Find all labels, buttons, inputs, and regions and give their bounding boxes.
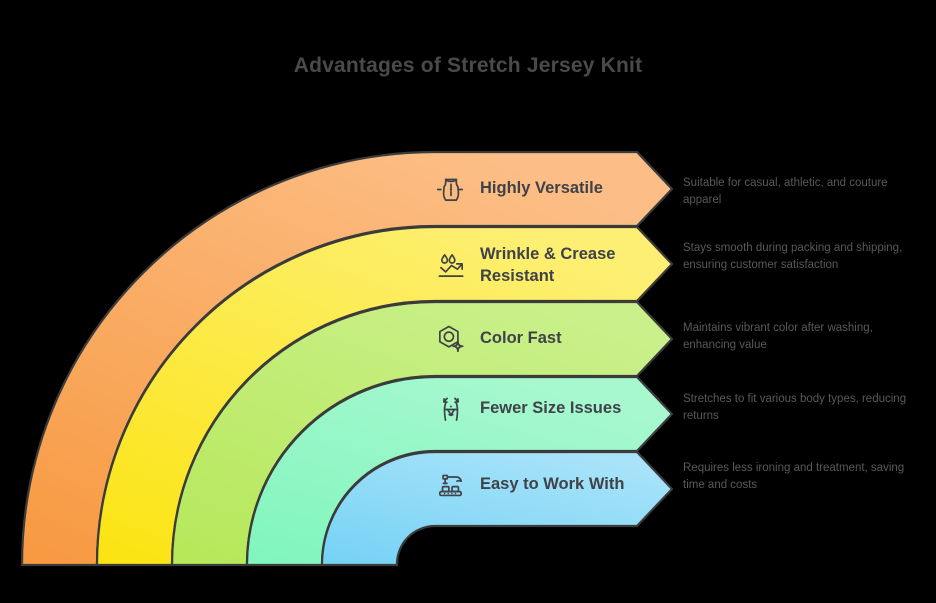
list-item-description: Requires less ironing and treatment, sav… — [683, 462, 905, 492]
list-item-label: Wrinkle & Crease Resistant — [480, 245, 616, 285]
list-item-description: Suitable for casual, athletic, and coutu… — [683, 177, 888, 207]
hexagon-sparkle-icon — [428, 316, 474, 362]
body-measure-icon — [428, 386, 474, 432]
list-item-label: Highly Versatile — [480, 179, 603, 198]
list-item[interactable]: Wrinkle & Crease Resistant — [428, 236, 658, 296]
list-item-description: Maintains vibrant color after washing, e… — [683, 322, 873, 352]
list-item-label: Easy to Work With — [480, 475, 625, 494]
list-item[interactable]: Highly Versatile — [428, 168, 658, 210]
list-item-description: Stretches to fit various body types, red… — [683, 393, 907, 423]
list-item[interactable]: Color Fast — [428, 318, 658, 360]
list-item-description: Stays smooth during packing and shipping… — [683, 242, 903, 272]
garment-tshirt-icon — [428, 166, 474, 212]
list-item[interactable]: Fewer Size Issues — [428, 382, 658, 436]
arc-band-5[interactable] — [320, 450, 674, 567]
list-item-label: Fewer Size Issues — [480, 399, 622, 418]
page-title: Advantages of Stretch Jersey Knit — [293, 54, 643, 77]
water-repellent-icon — [428, 243, 474, 289]
list-item[interactable]: Easy to Work With — [428, 458, 658, 512]
sewing-machine-icon — [428, 462, 474, 508]
list-item-label: Color Fast — [480, 329, 562, 348]
